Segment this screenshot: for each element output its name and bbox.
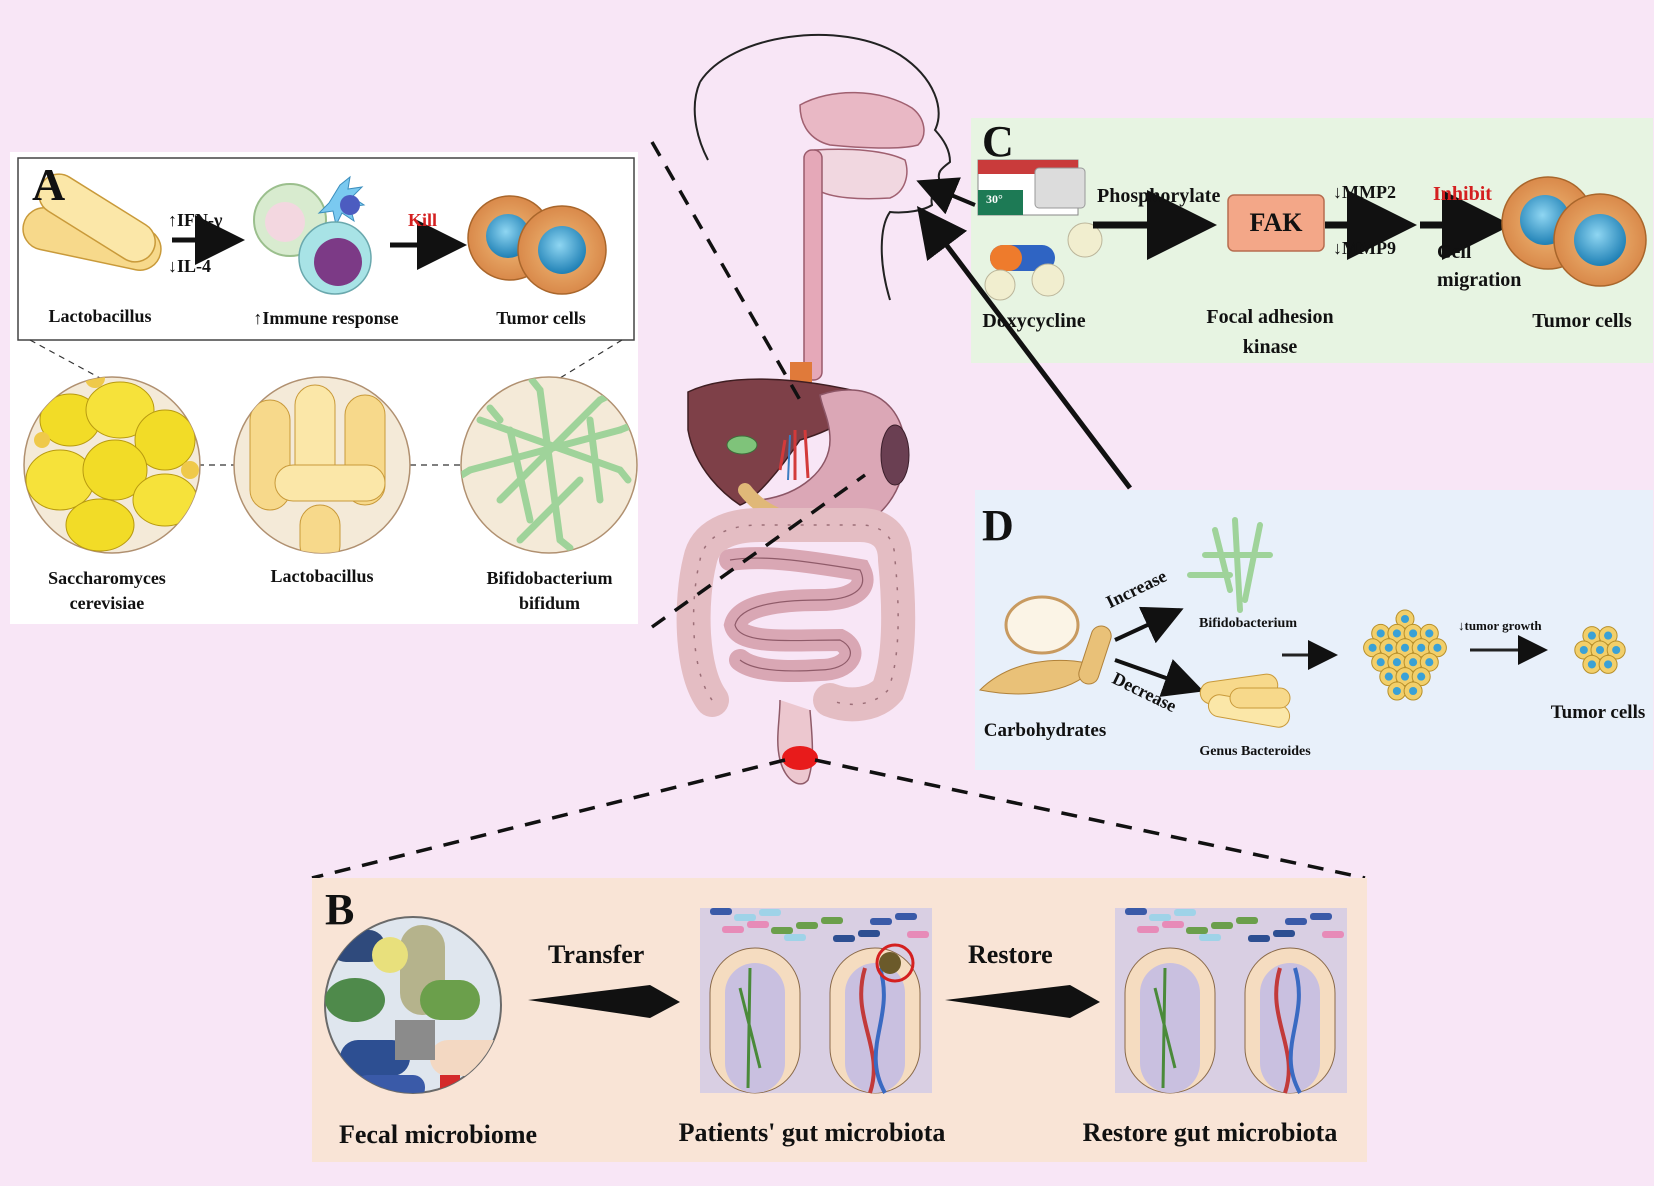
inhibit-label: Inhibit <box>1433 183 1492 205</box>
transfer-label: Transfer <box>548 940 645 969</box>
restore-arrow-label: Restore <box>968 940 1053 969</box>
panel-b <box>312 878 1367 1162</box>
immune-response-label: ↑Immune response <box>253 308 399 328</box>
panel-a-letter: A <box>32 159 66 210</box>
doxycycline-drug-illustration <box>977 159 1103 301</box>
tumor-cells-illustration-a <box>467 195 607 295</box>
tumor-cells-label-c: Tumor cells <box>1532 310 1632 332</box>
bifidobacterium-illustration-d <box>1187 517 1273 613</box>
fak-box <box>1227 194 1325 252</box>
phosphorylate-label: Phosphorylate <box>1097 185 1221 207</box>
tumor-growth-label: ↓tumor growth <box>1458 618 1542 633</box>
mmp2-label: ↓MMP2 <box>1333 182 1396 202</box>
panel-a <box>10 152 638 624</box>
bifidobacterium-label-d: Bifidobacterium <box>1199 616 1297 631</box>
nasal-cavity <box>799 91 925 149</box>
immune-cells-illustration <box>253 175 372 295</box>
restore-gut-label: Restore gut microbiota <box>1082 1118 1338 1147</box>
carbohydrates-label: Carbohydrates <box>983 720 1107 741</box>
fecal-microbiome-label: Fecal microbiome <box>338 1120 538 1149</box>
panel-b-letter: B <box>325 885 355 934</box>
tumor-cells-label-a: Tumor cells <box>496 308 586 328</box>
genus-bacteroides-label: Genus Bacteroides <box>1199 744 1311 759</box>
saccharomyces-label: Saccharomyces cerevisiae <box>48 568 166 613</box>
tumor-cluster-large <box>1363 609 1447 701</box>
lactobacillus-circle-label: Lactobacillus <box>270 566 374 586</box>
patients-gut-label: Patients' gut microbiota <box>678 1118 946 1147</box>
tumor-cells-illustration-c <box>1501 176 1647 287</box>
cell-migration-label: Cell migration <box>1437 241 1522 291</box>
lactobacillus-circle-illustration <box>233 376 411 554</box>
ifn-gamma-label: ↑IFN-γ <box>168 210 223 230</box>
focal-adhesion-label: Focal adhesion kinase <box>1206 306 1334 358</box>
yeast-circle-illustration <box>23 376 201 554</box>
lactobacillus-rods-illustration <box>22 173 162 271</box>
oral-cavity <box>814 148 908 200</box>
doxycycline-label: Doxycycline <box>982 310 1086 332</box>
tumor-cells-label-d: Tumor cells <box>1550 702 1646 723</box>
lactobacillus-top-label: Lactobacillus <box>48 306 152 326</box>
esophagus <box>803 149 823 381</box>
kill-label: Kill <box>408 210 438 230</box>
tumor-site-marker <box>782 746 818 770</box>
patients-gut-villi-illustration <box>700 908 932 1094</box>
tumor-cluster-small <box>1574 626 1626 674</box>
drug-box-label: 30° <box>986 192 1003 206</box>
human-digestive-system-illustration <box>676 33 952 785</box>
il4-label: ↓IL-4 <box>168 256 212 276</box>
mmp9-label: ↓MMP9 <box>1333 238 1396 258</box>
panel-d <box>975 490 1653 770</box>
head-back <box>693 81 709 161</box>
panel-d-background <box>975 490 1653 770</box>
restored-gut-villi-illustration <box>1115 908 1347 1094</box>
head-outline <box>699 33 952 301</box>
bifidobacterium-bifidum-label: Bifidobacterium bifidum <box>486 568 613 613</box>
panel-c <box>971 118 1653 363</box>
panel-a-inner-frame <box>17 157 635 341</box>
panel-d-letter: D <box>982 501 1014 550</box>
bacteroides-illustration <box>1199 673 1291 728</box>
fak-label: FAK <box>1249 208 1303 237</box>
panel-c-letter: C <box>982 117 1014 166</box>
bifidobacterium-circle-illustration <box>460 376 638 554</box>
carbohydrates-illustration <box>978 595 1112 695</box>
